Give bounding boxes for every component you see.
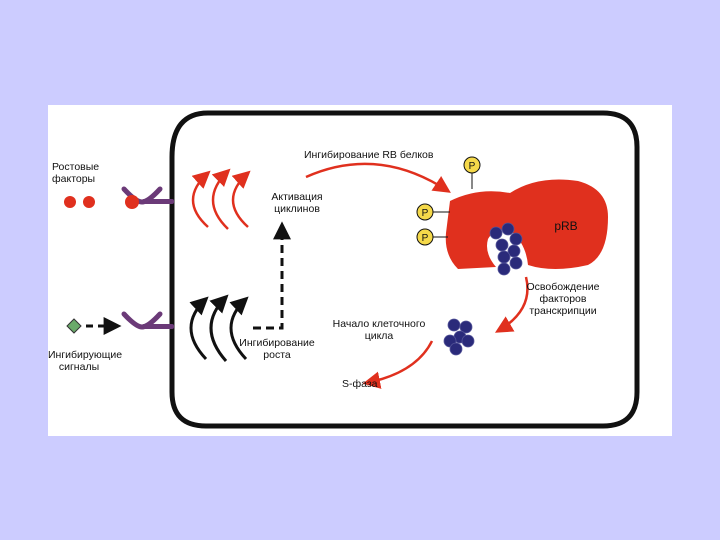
prb-label: pRB — [554, 219, 577, 233]
inhibitor-diamond-icon — [66, 318, 82, 334]
rb-inhibition-arrow — [305, 162, 451, 193]
growth-inhibition-dashed-arrow — [253, 221, 291, 330]
cell-membrane — [169, 110, 640, 429]
free-transcription-factors — [443, 318, 475, 356]
inhibitory-signals-label: Ингибирующие сигналы — [48, 349, 123, 373]
factor-release-label: Освобождение факторов транскрипции — [526, 281, 600, 317]
bound-transcription-factors — [489, 222, 523, 276]
cycle-start-label: Начало клеточного цикла — [332, 318, 426, 342]
inhibitory-receptor-icon — [121, 311, 174, 330]
red-signal-arcs — [191, 168, 251, 230]
svg-text:P: P — [469, 161, 476, 172]
growth-factor-dot — [83, 196, 95, 208]
growth-inhibition-label: Ингибирование роста — [239, 337, 315, 361]
phosphate-group: P — [416, 228, 448, 246]
s-phase-label: S-фаза — [342, 378, 378, 390]
slide-panel: P P P pRB Ростовые факторы И — [48, 105, 672, 436]
phosphate-group: P — [416, 203, 450, 221]
growth-factor-dot — [64, 196, 76, 208]
s-phase-arrow — [362, 340, 434, 389]
factor-release-arrow — [494, 276, 529, 333]
growth-receptor-icon — [121, 186, 174, 209]
cell-cycle-diagram: P P P pRB — [64, 110, 640, 429]
cyclin-activation-label: Активация циклинов — [271, 191, 323, 215]
rb-inhibition-label: Ингибирование RB белков — [304, 149, 434, 161]
growth-factors-label: Ростовые факторы — [52, 161, 100, 185]
svg-text:P: P — [422, 208, 429, 219]
prb-protein — [445, 179, 608, 269]
black-signal-arcs — [189, 294, 249, 362]
svg-text:P: P — [422, 233, 429, 244]
phosphate-group: P — [463, 156, 481, 189]
